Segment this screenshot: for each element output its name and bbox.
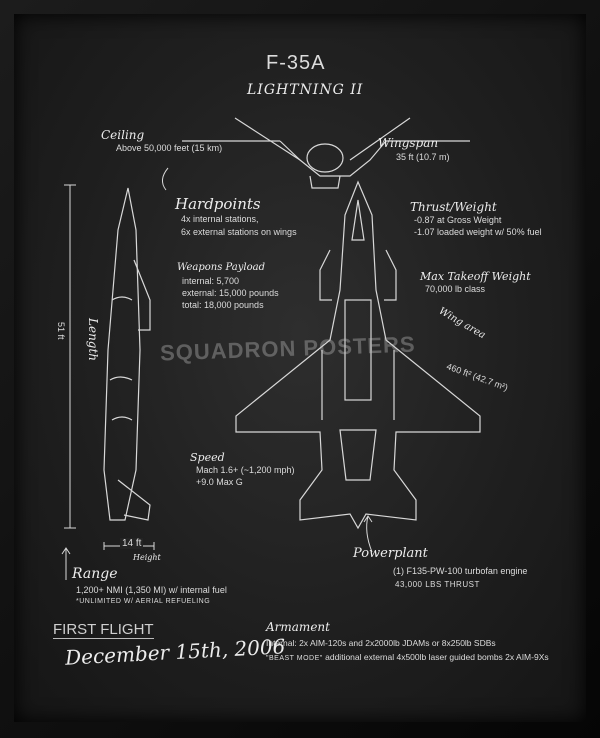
speed-label: Speed: [190, 451, 225, 464]
armament-beast-mode: "Beast Mode": [266, 655, 323, 662]
armament-line2-row: "Beast Mode" additional external 4x500lb…: [266, 652, 549, 662]
range-line1: 1,200+ NMI (1,350 MI) w/ internal fuel: [76, 585, 227, 595]
front-view-drawing: [182, 117, 470, 189]
weapons-payload-line3: total: 18,000 pounds: [182, 300, 264, 310]
length-label: Length: [86, 318, 100, 362]
speed-line1: Mach 1.6+ (~1,200 mph): [196, 465, 295, 475]
hardpoints-label: Hardpoints: [175, 195, 261, 213]
height-value: 14 ft: [120, 538, 144, 549]
range-label: Range: [72, 566, 118, 582]
wingspan-value: 35 ft (10.7 m): [396, 152, 450, 162]
hardpoints-line2: 6x external stations on wings: [181, 227, 297, 237]
armament-line2: additional external 4x500lb laser guided…: [325, 652, 549, 662]
ceiling-value: Above 50,000 feet (15 km): [116, 143, 223, 153]
weapons-payload-line2: external: 15,000 pounds: [182, 288, 279, 298]
armament-line1: Internal: 2x AIM-120s and 2x2000lb JDAMs…: [266, 638, 496, 648]
thrust-weight-line2: -1.07 loaded weight w/ 50% fuel: [414, 227, 542, 237]
speed-line2: +9.0 Max G: [196, 477, 243, 487]
thrust-weight-line1: -0.87 at Gross Weight: [414, 215, 502, 225]
top-view-drawing: [235, 180, 481, 530]
wingspan-label: Wingspan: [378, 136, 439, 150]
powerplant-line1: (1) F135-PW-100 turbofan engine: [393, 566, 528, 576]
hardpoints-line1: 4x internal stations,: [181, 214, 259, 224]
max-takeoff-value: 70,000 lb class: [425, 284, 486, 294]
armament-label: Armament: [266, 620, 330, 634]
powerplant-label: Powerplant: [353, 546, 428, 561]
first-flight-label: FIRST FLIGHT: [53, 621, 154, 639]
side-view-drawing: [103, 187, 151, 521]
range-line2: *Unlimited w/ aerial refueling: [76, 598, 211, 605]
max-takeoff-label: Max Takeoff Weight: [420, 270, 531, 283]
poster-title: F-35A: [266, 52, 326, 74]
height-label: Height: [133, 553, 161, 562]
chalkboard: [14, 14, 586, 722]
thrust-weight-label: Thrust/Weight: [410, 200, 497, 214]
weapons-payload-line1: internal: 5,700: [182, 276, 240, 286]
ceiling-label: Ceiling: [101, 128, 145, 142]
powerplant-line2: 43,000 lbs thrust: [395, 580, 480, 589]
weapons-payload-label: Weapons Payload: [177, 262, 265, 273]
poster-subtitle: LIGHTNING II: [247, 82, 364, 98]
length-value: 51 ft: [56, 322, 66, 340]
